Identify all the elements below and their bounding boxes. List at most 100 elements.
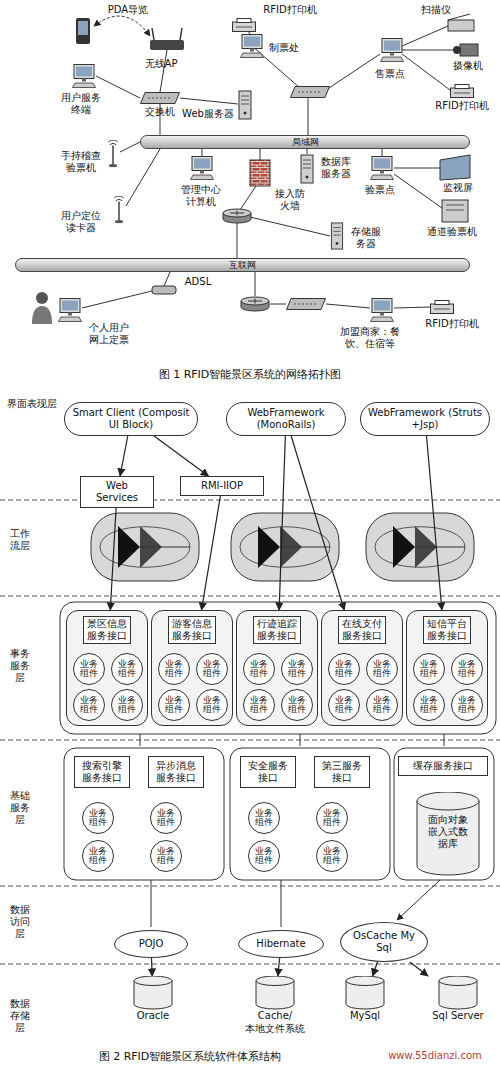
- layer-dividers: [0, 500, 500, 964]
- device-label: RFID打印机: [430, 100, 494, 112]
- interface-box: 搜索引擎服务接口: [74, 756, 130, 788]
- node-text: Hibernate: [251, 938, 311, 950]
- component-circle: 业务组件: [150, 840, 182, 872]
- component-circle: 业务组件: [196, 689, 228, 721]
- node-text: 业务组件: [335, 660, 353, 678]
- node-text: 业务组件: [335, 696, 353, 714]
- node-text: 第三服务接口: [318, 760, 366, 784]
- network-topology: [94, 16, 150, 36]
- device-icons: [291, 87, 330, 98]
- device-icons: [233, 19, 256, 32]
- component-circle: 业务组件: [248, 840, 280, 872]
- node-text: 业务组件: [89, 847, 107, 865]
- workflow-blobs: [91, 513, 199, 581]
- component-circle: 业务组件: [82, 840, 114, 872]
- connector: [427, 436, 442, 610]
- network-topology: [202, 149, 203, 156]
- device-label: 用户定位读卡器: [58, 210, 104, 234]
- connector: [151, 958, 153, 976]
- node-text: 业务组件: [250, 660, 268, 678]
- network-topology: [394, 168, 440, 169]
- component-circle: 业务组件: [243, 653, 275, 685]
- interface-box: RMI-IIOP: [180, 476, 264, 496]
- device-label: 扫描仪: [418, 4, 454, 16]
- device-icons: [431, 301, 454, 314]
- node-text: 业务组件: [118, 696, 136, 714]
- cylinder-outline: [345, 976, 385, 1010]
- device-icons: [451, 85, 474, 98]
- node-text: Oracle: [137, 1010, 170, 1023]
- network-topology: [382, 149, 383, 156]
- component-circle: 业务组件: [413, 689, 445, 721]
- device-icons: [371, 299, 394, 322]
- cylinder-body: [439, 976, 477, 1009]
- device-icons: [448, 14, 470, 20]
- node-text: 业务组件: [203, 696, 221, 714]
- node-text: 业务组件: [255, 809, 273, 827]
- device-icons: [76, 18, 90, 44]
- access-ellipse: OsCache My Sql: [340, 922, 428, 962]
- cylinder-outline: [438, 976, 478, 1010]
- network-topology: [394, 174, 442, 208]
- device-icons: [59, 299, 82, 322]
- network-topology: [250, 217, 330, 236]
- node-text: Web Services: [84, 480, 150, 504]
- device-label: PDA导览: [98, 4, 158, 16]
- cylinder-body: [417, 792, 479, 875]
- connector-layer: [110, 436, 442, 976]
- device-label: RFID打印机: [258, 4, 322, 16]
- device-icons: [223, 209, 251, 223]
- component-circle: 业务组件: [328, 653, 360, 685]
- node-text: 业务组件: [203, 660, 221, 678]
- node-text: 业务组件: [157, 847, 175, 865]
- layer-containers: [60, 602, 496, 734]
- node-text: 业务组件: [458, 696, 476, 714]
- framework-box: WebFramework (Struts +Jsp): [360, 402, 490, 436]
- network-topology: [237, 222, 238, 258]
- device-label: 数据库服务器: [318, 156, 354, 180]
- node-text: 业务组件: [323, 809, 341, 827]
- workflow-blobs: [366, 513, 474, 581]
- device-label: 个人用户网上定票: [86, 322, 132, 346]
- node-text: 业务组件: [420, 660, 438, 678]
- interface-box: Web Services: [80, 476, 154, 508]
- device-icons: [150, 40, 184, 50]
- component-circle: 业务组件: [111, 653, 143, 685]
- device-icons: [241, 297, 269, 311]
- device-icons: [448, 20, 474, 31]
- node-text: 行迹追踪服务接口: [253, 616, 301, 644]
- network-topology: [160, 50, 167, 92]
- storage-cylinder: Sql Server: [423, 976, 493, 1023]
- device-icons: [108, 140, 117, 167]
- device-label: 存储服务器: [348, 226, 384, 250]
- device-label: 用户服务终端: [58, 92, 104, 116]
- connector: [120, 436, 128, 476]
- node-text: 业务组件: [323, 847, 341, 865]
- workflow-blobs: [231, 513, 339, 581]
- device-icons: [152, 286, 176, 294]
- node-text: Cache/ 本地文件系统: [230, 1010, 320, 1035]
- device-icons: [114, 196, 123, 223]
- component-circle: 业务组件: [73, 689, 105, 721]
- network-topology: [326, 54, 380, 90]
- cylinder-rim: [256, 981, 294, 986]
- service-column: 游客信息服务接口业务组件业务组件业务组件业务组件: [151, 610, 233, 726]
- node-text: 业务组件: [165, 660, 183, 678]
- figure-caption: 图 2 RFID智能景区系统软件体系结构: [10, 1050, 370, 1063]
- device-icons: [250, 160, 270, 186]
- layer-containers: [394, 748, 494, 880]
- node-text: 异步消息服务接口: [152, 760, 200, 784]
- layer-label: 数据访问层: [8, 904, 32, 940]
- device-label: Web服务器: [180, 108, 236, 120]
- network-topology: [126, 149, 160, 206]
- node-text: 安全服务接口: [244, 760, 292, 784]
- layer-label: 事务服务层: [8, 648, 32, 684]
- node-text: POJO: [127, 938, 175, 950]
- device-icons: [453, 46, 461, 54]
- device-icons: [287, 299, 326, 310]
- storage-cylinder: Cache/ 本地文件系统: [230, 976, 320, 1035]
- service-column: 景区信息服务接口业务组件业务组件业务组件业务组件: [66, 610, 148, 726]
- component-circle: 业务组件: [366, 653, 398, 685]
- node-text: 游客信息服务接口: [168, 616, 216, 644]
